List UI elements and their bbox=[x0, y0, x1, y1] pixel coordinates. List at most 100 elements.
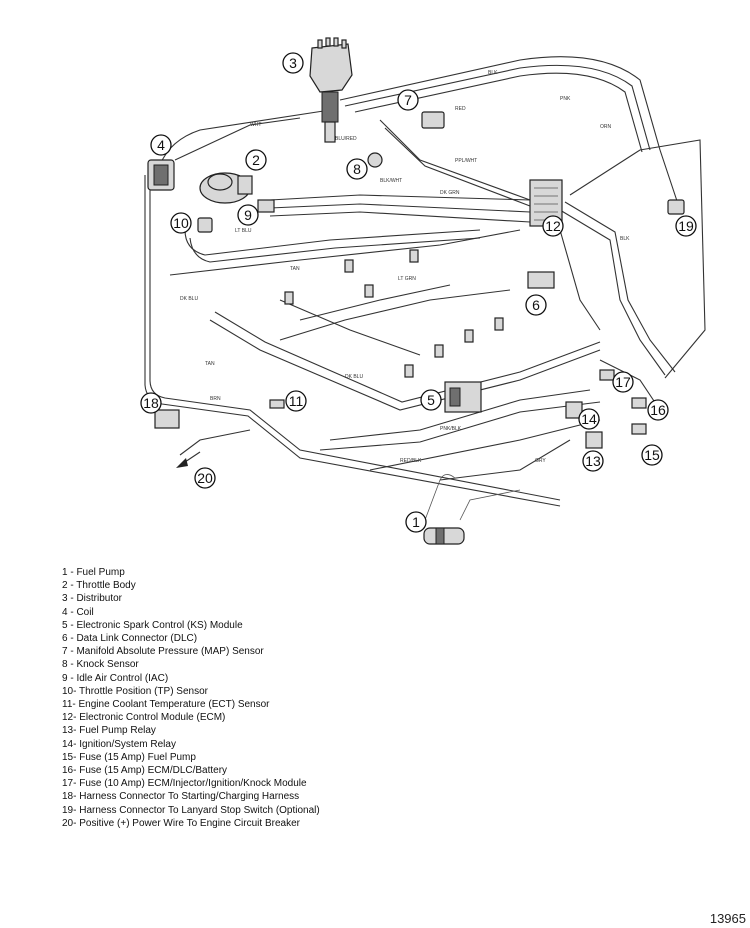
wire-label: WHT bbox=[250, 122, 261, 128]
legend-item: 14- Ignition/System Relay bbox=[62, 738, 176, 750]
component-iac bbox=[257, 199, 275, 213]
callout-18: 18 bbox=[140, 392, 162, 414]
legend-item: 4 - Coil bbox=[62, 606, 94, 618]
wire-label: BLK/WHT bbox=[380, 178, 402, 184]
svg-text:3: 3 bbox=[289, 55, 297, 71]
svg-text:14: 14 bbox=[581, 411, 597, 427]
callout-1: 1 bbox=[405, 511, 427, 533]
svg-text:9: 9 bbox=[244, 207, 252, 223]
svg-text:8: 8 bbox=[353, 161, 361, 177]
component-fuse-ecm-dlc bbox=[631, 397, 647, 409]
legend-item: 19- Harness Connector To Lanyard Stop Sw… bbox=[62, 804, 320, 816]
legend-item: 17- Fuse (10 Amp) ECM/Injector/Ignition/… bbox=[62, 778, 307, 790]
legend-item: 10- Throttle Position (TP) Sensor bbox=[62, 685, 208, 697]
svg-text:18: 18 bbox=[143, 395, 159, 411]
svg-text:20: 20 bbox=[197, 470, 213, 486]
callout-15: 15 bbox=[641, 444, 663, 466]
svg-text:15: 15 bbox=[644, 447, 660, 463]
svg-text:4: 4 bbox=[157, 137, 165, 153]
svg-text:6: 6 bbox=[532, 297, 540, 313]
legend-item: 7 - Manifold Absolute Pressure (MAP) Sen… bbox=[62, 646, 264, 658]
wire-label: RED bbox=[455, 106, 466, 112]
legend-item: 13- Fuel Pump Relay bbox=[62, 725, 156, 737]
wire-label: PNK/BLK bbox=[440, 426, 462, 432]
callout-6: 6 bbox=[525, 294, 547, 316]
callout-19: 19 bbox=[675, 215, 697, 237]
wire-label: BRN bbox=[210, 396, 221, 402]
svg-text:5: 5 bbox=[427, 392, 435, 408]
legend-item: 18- Harness Connector To Starting/Chargi… bbox=[62, 791, 300, 803]
component-lanyard-connector bbox=[667, 199, 685, 215]
legend-item: 8 - Knock Sensor bbox=[62, 659, 139, 671]
legend-item: 11- Engine Coolant Temperature (ECT) Sen… bbox=[62, 699, 270, 711]
component-fuel-pump bbox=[423, 527, 465, 545]
callout-2: 2 bbox=[245, 149, 267, 171]
component-fuse-fuel-pump bbox=[631, 423, 647, 435]
legend-item: 2 - Throttle Body bbox=[62, 580, 136, 592]
figure-id: 13965 bbox=[709, 911, 746, 926]
component-injectors bbox=[284, 249, 504, 378]
wire-label: GRY bbox=[535, 458, 546, 464]
svg-text:2: 2 bbox=[252, 152, 260, 168]
component-map-sensor bbox=[421, 111, 445, 129]
callout-11: 11 bbox=[285, 390, 307, 412]
component-tp-sensor bbox=[197, 217, 213, 233]
callouts: 1 2 3 4 5 6 7 8 9 10 11 12 13 14 15 16 1… bbox=[140, 52, 697, 533]
legend-item: 20- Positive (+) Power Wire To Engine Ci… bbox=[62, 817, 300, 829]
legend-item: 1 - Fuel Pump bbox=[62, 567, 125, 578]
wire-label: DK BLU bbox=[180, 296, 198, 302]
legend-item: 16- Fuse (15 Amp) ECM/DLC/Battery bbox=[62, 765, 228, 777]
component-distributor bbox=[309, 37, 353, 143]
wire-harness bbox=[144, 56, 706, 521]
wire-label: BLK bbox=[620, 236, 630, 242]
legend-item: 12- Electronic Control Module (ECM) bbox=[62, 712, 226, 724]
callout-8: 8 bbox=[346, 158, 368, 180]
legend-item: 3 - Distributor bbox=[62, 593, 123, 605]
svg-text:10: 10 bbox=[173, 215, 189, 231]
wire-label: TAN bbox=[290, 266, 300, 272]
component-legend: 1 - Fuel Pump 2 - Throttle Body 3 - Dist… bbox=[62, 566, 662, 830]
svg-text:7: 7 bbox=[404, 92, 412, 108]
component-system-relay bbox=[565, 401, 583, 419]
wire-label: RED/BLK bbox=[400, 458, 422, 464]
wiring-diagram: BLK PNK RED ORN TAN DK BLU LT GRN GRY PP… bbox=[140, 37, 706, 545]
svg-text:17: 17 bbox=[615, 374, 631, 390]
component-fuse-injector bbox=[599, 369, 615, 381]
callout-4: 4 bbox=[150, 134, 172, 156]
wire-label: LT BLU bbox=[235, 228, 252, 234]
svg-text:12: 12 bbox=[545, 218, 561, 234]
callout-20: 20 bbox=[194, 467, 216, 489]
legend-item: 6 - Data Link Connector (DLC) bbox=[62, 633, 198, 645]
callout-7: 7 bbox=[397, 89, 419, 111]
legend-item: 9 - Idle Air Control (IAC) bbox=[62, 672, 169, 684]
component-coil bbox=[147, 159, 175, 191]
wire-label: DK BLU bbox=[345, 374, 363, 380]
legend-item: 5 - Electronic Spark Control (KS) Module bbox=[62, 619, 243, 631]
component-ect-sensor bbox=[269, 399, 285, 409]
wire-labels: BLK PNK RED ORN TAN DK BLU LT GRN GRY PP… bbox=[180, 70, 630, 464]
component-dlc bbox=[527, 271, 555, 289]
wire-label: PNK bbox=[560, 96, 571, 102]
callout-9: 9 bbox=[237, 204, 259, 226]
callout-16: 16 bbox=[647, 399, 669, 421]
wire-label: BLU/RED bbox=[335, 136, 357, 142]
component-knock-sensor bbox=[367, 152, 383, 168]
power-wire-arrow bbox=[176, 451, 201, 468]
callout-14: 14 bbox=[578, 408, 600, 430]
wire-label: LT GRN bbox=[398, 276, 416, 282]
callout-17: 17 bbox=[612, 371, 634, 393]
wire-label: TAN bbox=[205, 361, 215, 367]
wire-label: BLK bbox=[488, 70, 498, 76]
svg-text:16: 16 bbox=[650, 402, 666, 418]
component-ks-module bbox=[444, 381, 482, 413]
svg-text:19: 19 bbox=[678, 218, 694, 234]
callout-3: 3 bbox=[282, 52, 304, 74]
legend-item: 15- Fuse (15 Amp) Fuel Pump bbox=[62, 751, 196, 763]
wire-label: ORN bbox=[600, 124, 612, 130]
component-fuel-pump-relay bbox=[585, 431, 603, 449]
svg-text:1: 1 bbox=[412, 514, 420, 530]
callout-10: 10 bbox=[170, 212, 192, 234]
callout-5: 5 bbox=[420, 389, 442, 411]
callout-13: 13 bbox=[582, 450, 604, 472]
wire-label: PPL/WHT bbox=[455, 158, 477, 164]
